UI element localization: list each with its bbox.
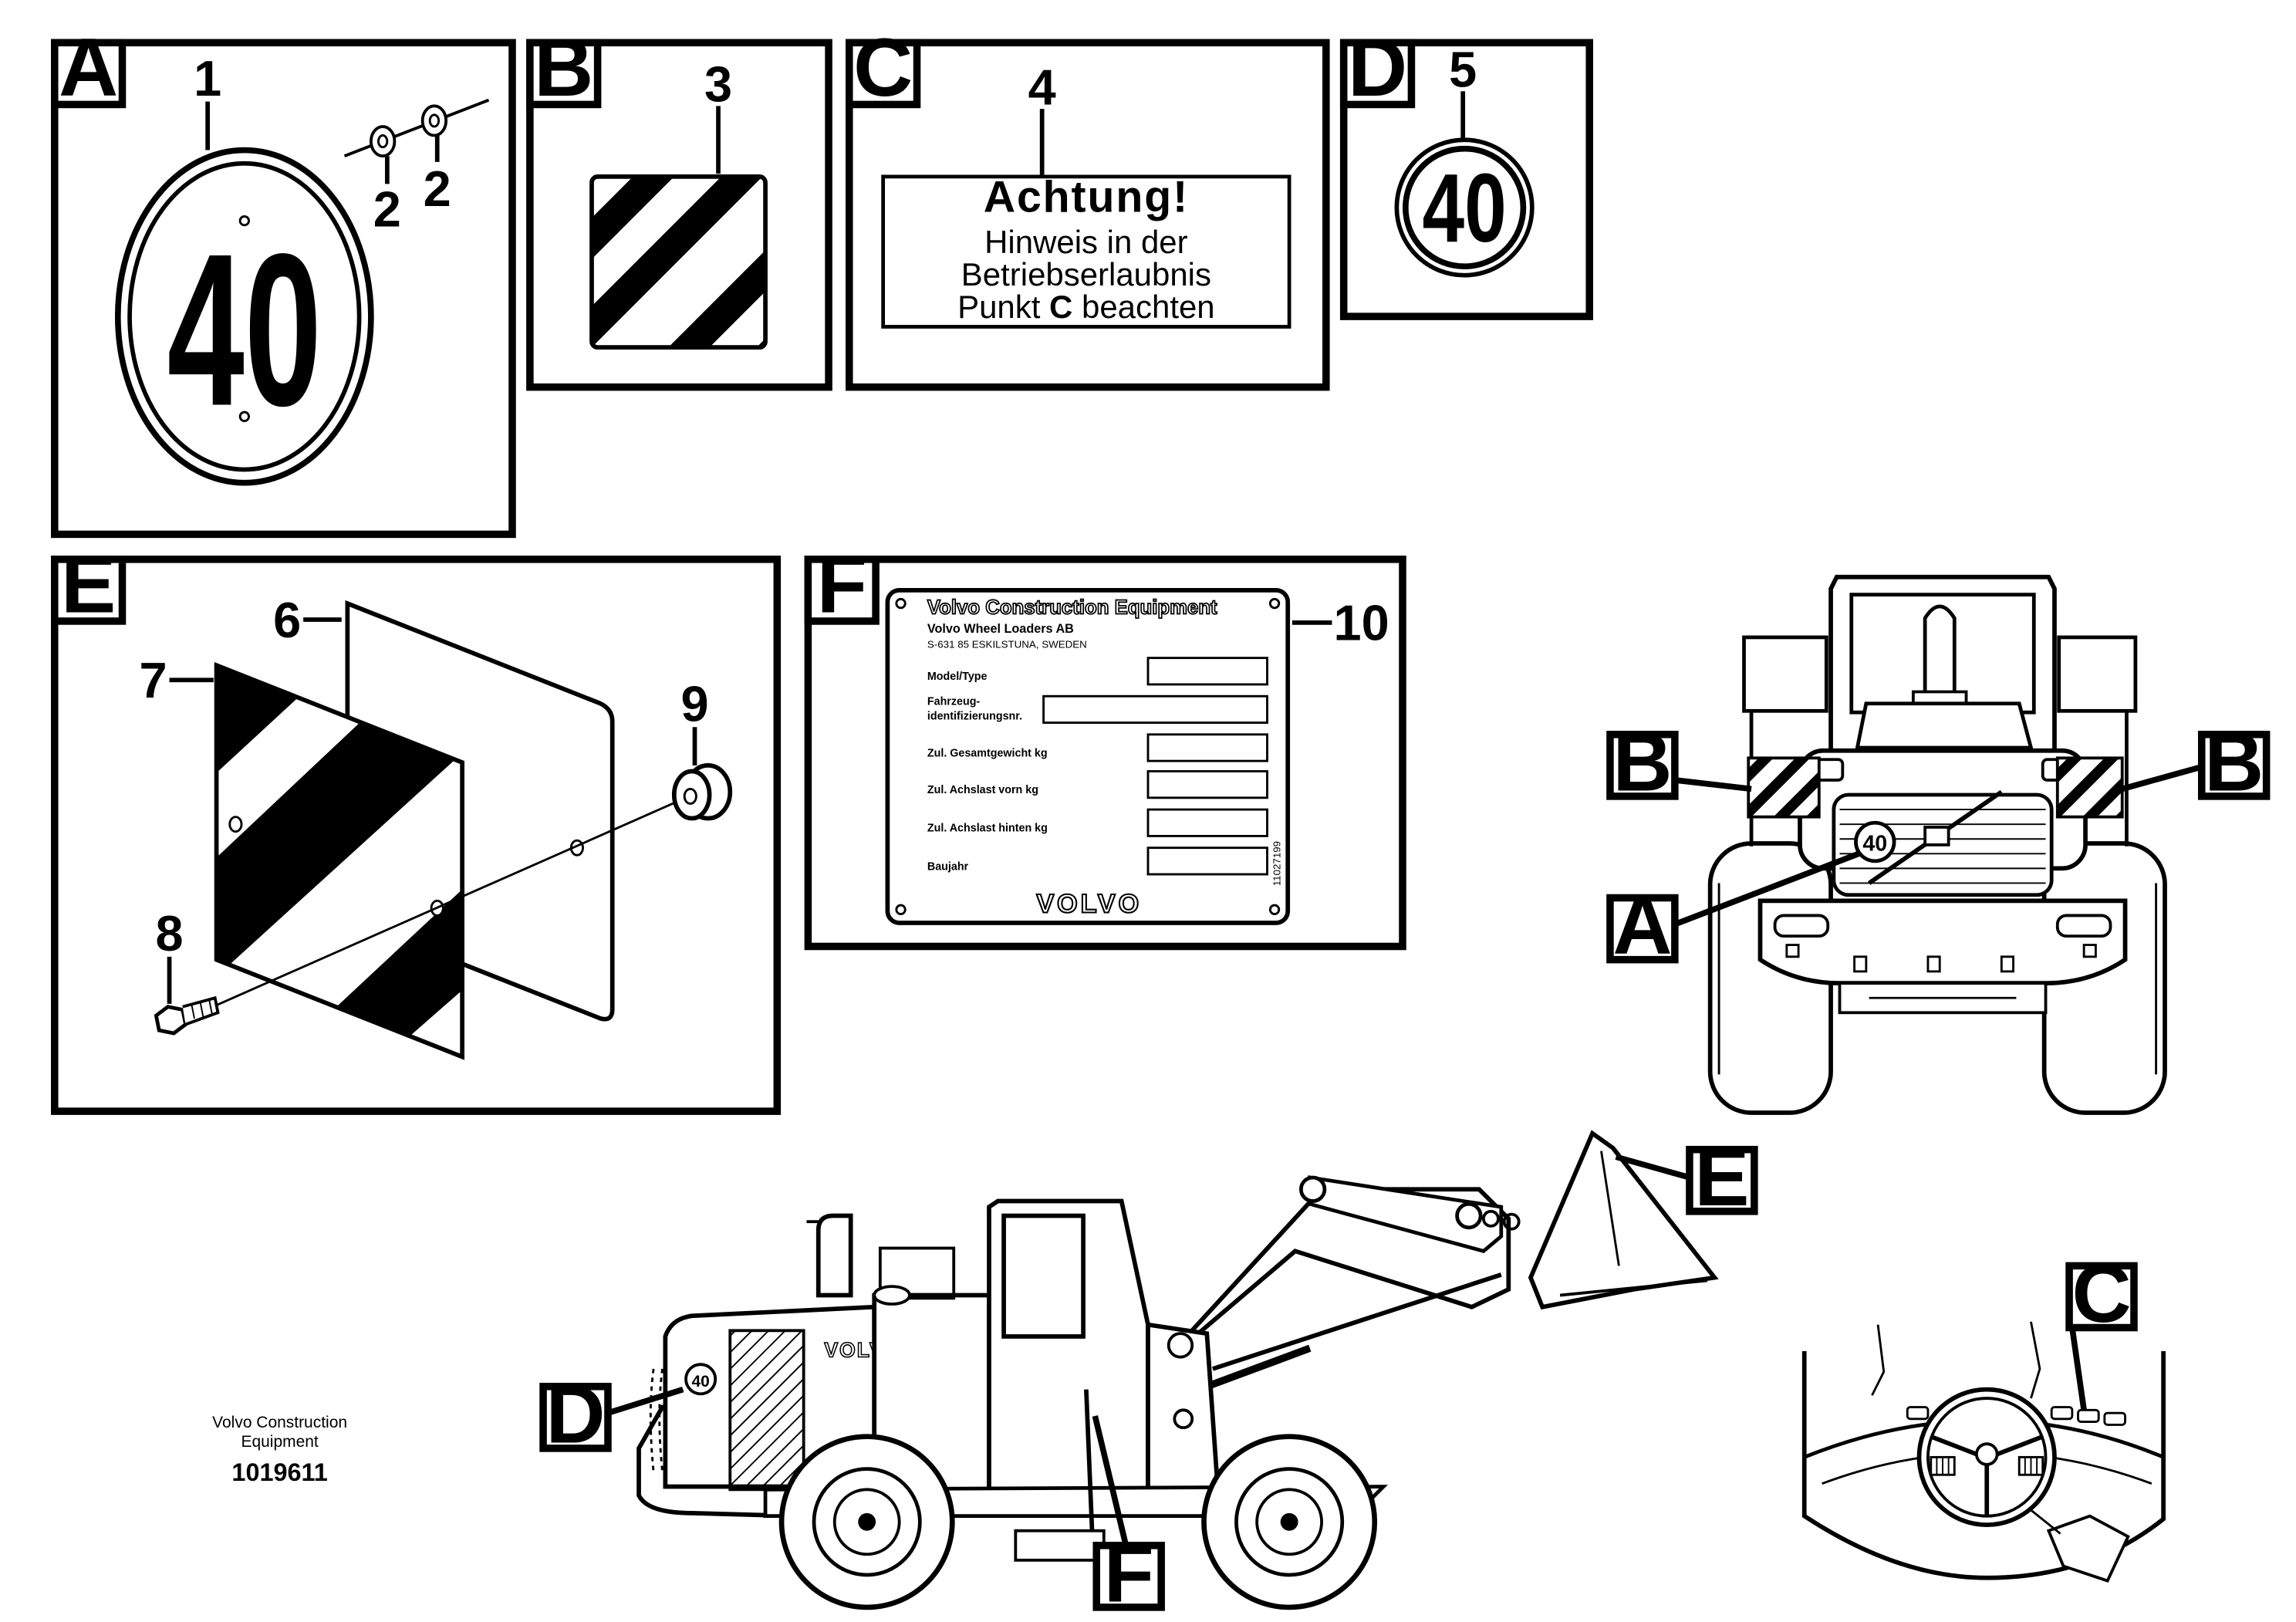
plate-field-gross: Zul. Gesamtgewicht kg (927, 747, 1048, 759)
panel-c-label: C (853, 21, 913, 113)
plate-field-rear-axle: Zul. Achslast hinten kg (927, 823, 1048, 835)
plate-field-front-axle: Zul. Achslast vorn kg (927, 784, 1038, 796)
speed-sign-oval: 40 (114, 147, 374, 486)
achtung-sign: Achtung! Hinweis in der Betriebserlaubni… (881, 173, 1292, 329)
bolt (154, 995, 220, 1036)
callout-9: 9 (680, 676, 708, 732)
front-view-sign-text: 40 (1862, 832, 1887, 857)
cab-interior-view: C (1801, 1247, 2166, 1583)
front-view-label-a: A (1612, 879, 1672, 972)
callout-5: 5 (1449, 42, 1477, 98)
rubber-spacer (671, 763, 733, 821)
callout-4: 4 (1028, 59, 1056, 115)
warning-stripe-plate (591, 176, 766, 348)
side-view-label-f: F (1104, 1526, 1154, 1619)
sign-line-1: Hinweis in der (984, 224, 1188, 260)
callout-1: 1 (194, 50, 221, 106)
callout-8: 8 (156, 905, 184, 961)
panel-a-label: A (59, 21, 118, 113)
plate-field-model: Model/Type (927, 671, 988, 683)
panel-f-label: F (817, 537, 867, 630)
front-view-label-b-right: B (2204, 715, 2264, 808)
plate-brand: VOLVO (1036, 890, 1142, 919)
side-view-loader: VOLVO 40 (539, 1130, 1758, 1619)
plate-address: S-631 85 ESKILSTUNA, SWEDEN (927, 638, 1087, 650)
panel-e: E 6 7 (51, 537, 782, 1115)
speed-sign-text: 40 (167, 209, 322, 451)
sign-line-2: Betriebserlaubnis (961, 256, 1211, 292)
washers (343, 98, 490, 158)
callout-6: 6 (273, 592, 301, 648)
plate-title: Volvo Construction Equipment (927, 596, 1217, 618)
front-view-loader: 40 B B A (1606, 574, 2271, 1115)
plate-part-no: 11027199 (1271, 841, 1283, 886)
panel-e-label: E (61, 537, 116, 630)
footer: Volvo Construction Equipment 1019611 (212, 1414, 347, 1486)
plate-field-vin-2: identifizierungsnr. (927, 711, 1022, 723)
panel-b-label: B (534, 21, 593, 113)
plate-field-year: Baujahr (927, 860, 969, 873)
plate-field-vin-1: Fahrzeug- (927, 696, 981, 708)
callout-7: 7 (140, 652, 167, 708)
side-view-label-e: E (1694, 1130, 1749, 1223)
panel-a: A 40 1 2 2 (51, 21, 516, 539)
side-view-sign-text: 40 (691, 1373, 709, 1391)
panel-b: B 3 (526, 21, 832, 391)
callout-10: 10 (1334, 595, 1389, 651)
rear-wheel (778, 1434, 955, 1610)
panel-d-label: D (1348, 21, 1407, 113)
footer-company-line-1: Volvo Construction (212, 1414, 347, 1431)
panel-f: F Volvo Construction Equipment Volvo Whe… (804, 537, 1406, 951)
callout-2a: 2 (373, 181, 401, 238)
sign-line-3: Punkt C beachten (957, 289, 1215, 325)
front-wheel (1201, 1434, 1378, 1610)
round-sign-text: 40 (1422, 154, 1506, 262)
plate-company: Volvo Wheel Loaders AB (927, 622, 1074, 636)
type-plate: Volvo Construction Equipment Volvo Wheel… (885, 588, 1291, 925)
sign-heading: Achtung! (984, 173, 1189, 222)
callout-3: 3 (704, 56, 732, 113)
footer-company-line-2: Equipment (241, 1433, 318, 1451)
panel-c: C 4 Achtung! Hinweis in der Betriebserla… (846, 21, 1330, 391)
doc-number: 1019611 (231, 1458, 327, 1486)
cab-view-label-c: C (2071, 1247, 2131, 1340)
side-view-label-d: D (545, 1367, 605, 1460)
front-view-label-b-left: B (1612, 715, 1672, 808)
callout-2b: 2 (424, 161, 451, 217)
panel-d: D 5 40 (1339, 21, 1594, 320)
